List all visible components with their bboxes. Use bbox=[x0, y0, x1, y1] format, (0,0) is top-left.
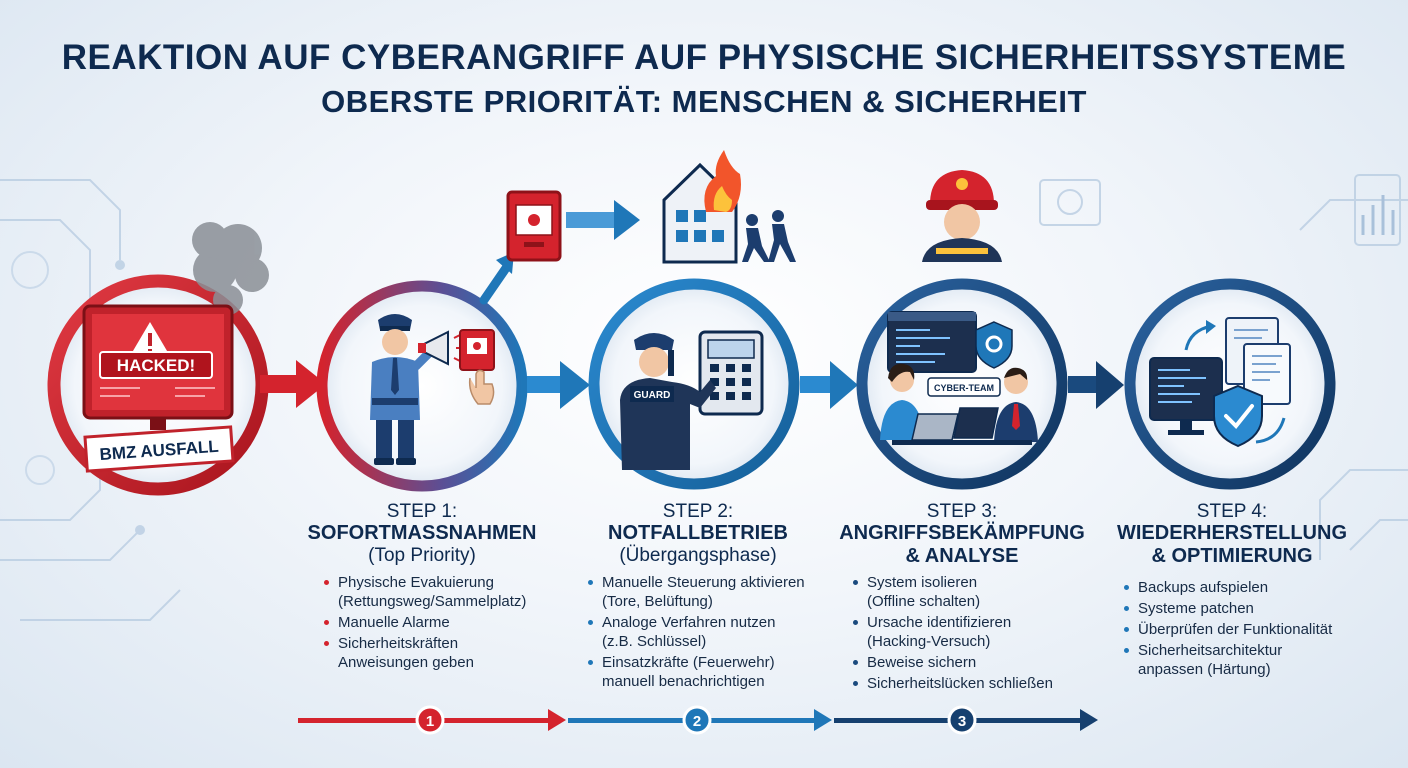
cyber-team-label: CYBER-TEAM bbox=[927, 377, 1001, 397]
timeline-marker-2-number: 2 bbox=[693, 713, 701, 730]
list-item: Sicherheitslücken schließen bbox=[851, 674, 1101, 693]
step4-name-line2: & OPTIMIERUNG bbox=[1151, 545, 1313, 567]
step2-number: STEP 2: bbox=[662, 501, 734, 522]
hacked-label: HACKED! bbox=[117, 356, 195, 375]
step2-subtitle: (Übergangsphase) bbox=[619, 545, 777, 566]
step1-bullets: Physische Evakuierung(Rettungsweg/Sammel… bbox=[322, 573, 572, 674]
list-item: Physische Evakuierung(Rettungsweg/Sammel… bbox=[322, 573, 572, 611]
step3-bullets: System isolieren(Offline schalten) Ursac… bbox=[851, 573, 1101, 695]
arrow-step3-to-step4 bbox=[1068, 361, 1124, 409]
cyber-team-text: CYBER-TEAM bbox=[934, 383, 994, 393]
hacked-monitor-icon: HACKED! bbox=[82, 304, 234, 430]
list-item: Backups aufspielen bbox=[1122, 578, 1372, 597]
timeline-marker-3: 3 bbox=[947, 705, 977, 735]
list-item: System isolieren(Offline schalten) bbox=[851, 573, 1101, 611]
step4-heading: STEP 4: WIEDERHERSTELLUNG & OPTIMIERUNG bbox=[1104, 502, 1360, 568]
timeline-marker-3-number: 3 bbox=[958, 713, 966, 730]
police-officer-icon bbox=[370, 314, 437, 465]
evacuating-people-icon bbox=[742, 210, 796, 262]
analyst-man-icon bbox=[994, 367, 1038, 442]
main-title: REAKTION AUF CYBERANGRIFF AUF PHYSISCHE … bbox=[61, 38, 1347, 77]
step4-bullets: Backups aufspielen Systeme patchen Überp… bbox=[1122, 578, 1372, 681]
step4-name-line1: WIEDERHERSTELLUNG bbox=[1117, 522, 1347, 544]
arrow-step1-to-step2 bbox=[527, 361, 590, 409]
subtitle: OBERSTE PRIORITÄT: MENSCHEN & SICHERHEIT bbox=[321, 84, 1087, 119]
step3-name-line2: & ANALYSE bbox=[905, 545, 1019, 567]
list-item: Beweise sichern bbox=[851, 653, 1101, 672]
timeline-marker-2: 2 bbox=[682, 705, 712, 735]
step2-heading: STEP 2: NOTFALLBETRIEB (Übergangsphase) bbox=[567, 502, 829, 567]
step2-name: NOTFALLBETRIEB bbox=[608, 522, 788, 544]
circuit-decoration-right bbox=[1039, 174, 1408, 560]
documents-icon bbox=[1225, 317, 1291, 405]
step1-subtitle: (Top Priority) bbox=[368, 545, 476, 566]
step1-node bbox=[316, 280, 528, 492]
circuit-decoration-left bbox=[0, 179, 181, 621]
list-item: Einsatzkräfte (Feuerwehr)manuell benachr… bbox=[586, 653, 846, 691]
analyst-woman-icon bbox=[880, 363, 924, 440]
list-item: Manuelle Steuerung aktivieren(Tore, Belü… bbox=[586, 573, 846, 611]
step1-heading: STEP 1: SOFORTMASSNAHMEN (Top Priority) bbox=[292, 502, 552, 567]
step3-number: STEP 3: bbox=[926, 501, 998, 522]
code-window-icon bbox=[887, 311, 977, 373]
refresh-arrows-icon bbox=[1184, 320, 1286, 444]
step1-name: SOFORTMASSNAHMEN bbox=[307, 522, 537, 544]
timeline-marker-1: 1 bbox=[415, 705, 445, 735]
firefighter-icon bbox=[922, 170, 1002, 262]
shield-check-icon bbox=[1213, 384, 1263, 448]
incident-node: HACKED! BMZ AUSFALL bbox=[47, 222, 269, 496]
timeline: 1 2 3 bbox=[298, 705, 1098, 735]
laptops-icon bbox=[892, 407, 1032, 445]
arrow-alarm-to-building bbox=[566, 200, 640, 240]
timeline-marker-1-number: 1 bbox=[426, 713, 434, 730]
list-item: Systeme patchen bbox=[1122, 599, 1372, 618]
security-guard-icon: GUARD bbox=[620, 333, 716, 470]
step3-heading: STEP 3: ANGRIFFSBEKÄMPFUNG & ANALYSE bbox=[826, 502, 1098, 568]
arrow-step2-to-step3 bbox=[800, 361, 858, 409]
keypad-panel-icon bbox=[698, 330, 764, 416]
list-item: Analoge Verfahren nutzen(z.B. Schlüssel) bbox=[586, 613, 846, 651]
step2-bullets: Manuelle Steuerung aktivieren(Tore, Belü… bbox=[586, 573, 846, 693]
step3-node: CYBER-TEAM bbox=[856, 278, 1068, 490]
step3-name-line1: ANGRIFFSBEKÄMPFUNG bbox=[839, 522, 1085, 544]
manual-alarm-icon bbox=[459, 329, 495, 405]
fire-alarm-box-icon bbox=[506, 190, 562, 262]
arrow-incident-to-step1 bbox=[260, 360, 326, 408]
restored-monitor-icon bbox=[1149, 357, 1223, 435]
list-item: Überprüfen der Funktionalität bbox=[1122, 620, 1372, 639]
list-item: Ursache identifizieren(Hacking-Versuch) bbox=[851, 613, 1101, 651]
bmz-ausfall-banner: BMZ AUSFALL bbox=[83, 425, 235, 473]
guard-badge-text: GUARD bbox=[634, 390, 671, 401]
shield-gear-icon bbox=[975, 321, 1013, 369]
step1-number: STEP 1: bbox=[386, 501, 458, 522]
list-item: Manuelle Alarme bbox=[322, 613, 572, 632]
step2-node: GUARD bbox=[588, 278, 800, 490]
step4-node bbox=[1124, 278, 1336, 490]
burning-building-icon bbox=[662, 150, 741, 264]
step4-number: STEP 4: bbox=[1196, 501, 1268, 522]
